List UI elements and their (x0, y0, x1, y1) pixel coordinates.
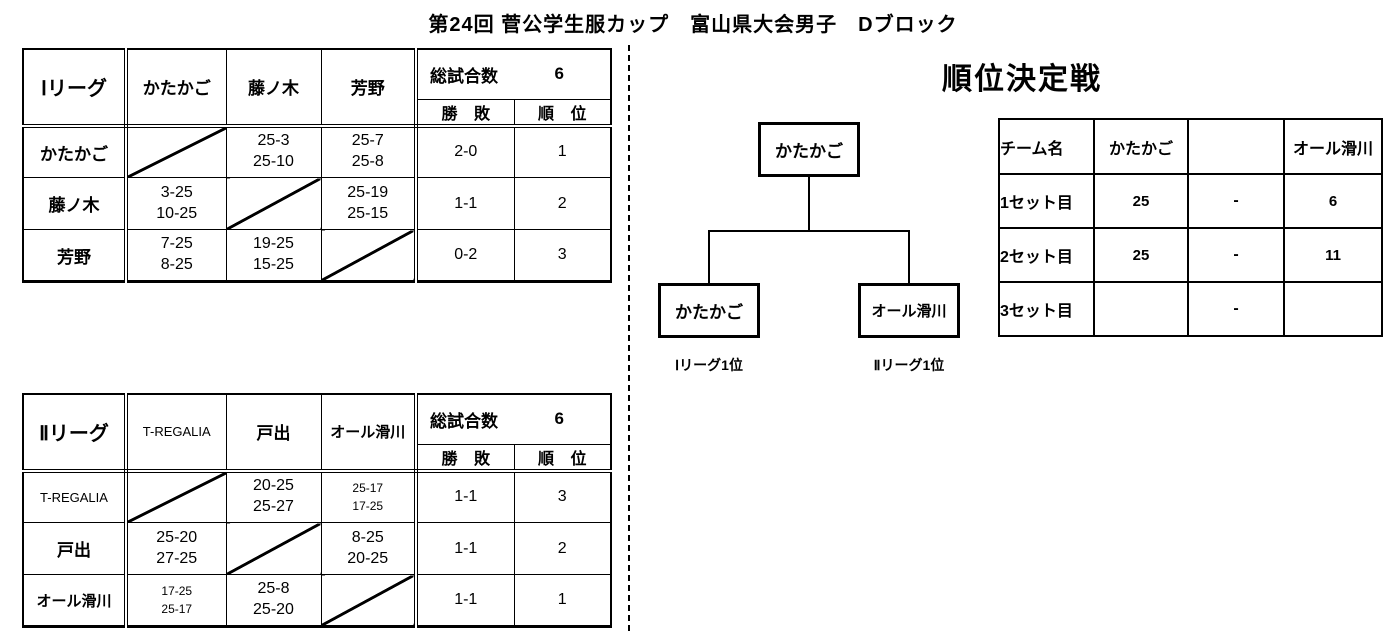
league2-table: Ⅱリーグ T-REGALIA 戸出 オール滑川 総試合数 6 勝 敗 順 位 T… (22, 393, 612, 628)
league2-name: Ⅱリーグ (22, 393, 128, 473)
set-table-header-empty (1187, 118, 1285, 175)
bracket-left-caption: Ⅰリーグ1位 (675, 357, 743, 373)
score-cell: 17-25 25-17 (125, 574, 227, 627)
league1-table: Ⅰリーグ かたかご 藤ノ木 芳野 総試合数 6 勝 敗 順 位 かたかご (22, 48, 612, 283)
win-loss-cell: 2-0 (415, 125, 515, 178)
set-row-1: 1セット目 25 - 6 (998, 173, 1383, 229)
self-match-diagonal (225, 177, 322, 230)
league2-col-header-2: オール滑川 (320, 393, 418, 473)
league1-row-fujinoki: 藤ノ木 3-25 10-25 25-19 25-15 1-1 2 (22, 177, 612, 230)
bracket-right-drop-line (908, 231, 910, 283)
team-row-header: T-REGALIA (22, 470, 128, 523)
score-cell: 25-20 27-25 (125, 522, 227, 575)
rank-cell: 1 (513, 125, 612, 178)
set-score-right: 6 (1283, 173, 1383, 229)
self-match-diagonal (320, 229, 418, 282)
set-dash: - (1187, 281, 1285, 337)
set-table-section: チーム名 かたかご オール滑川 1セット目 25 - 6 2セット目 25 - … (998, 118, 1383, 337)
league2-section: Ⅱリーグ T-REGALIA 戸出 オール滑川 総試合数 6 勝 敗 順 位 T… (22, 393, 612, 628)
bracket-winner-box: かたかご (758, 122, 860, 177)
set-row-3: 3セット目 - (998, 281, 1383, 337)
set-row-label: 2セット目 (998, 227, 1095, 283)
league2-row-tregalia: T-REGALIA 20-25 25-27 25-17 17-25 1-1 3 (22, 470, 612, 523)
bracket-stem-line (808, 177, 810, 230)
league1-winloss-header: 勝 敗 (415, 98, 515, 128)
set-table-header-left-team: かたかご (1093, 118, 1189, 175)
team-row-header: 芳野 (22, 229, 128, 282)
set-dash: - (1187, 173, 1285, 229)
set-score-left: 25 (1093, 227, 1189, 283)
score-cell: 19-25 15-25 (225, 229, 322, 282)
score-cell: 8-25 20-25 (320, 522, 418, 575)
bracket-right-caption: Ⅱリーグ1位 (873, 357, 945, 373)
win-loss-cell: 1-1 (415, 574, 515, 627)
win-loss-cell: 1-1 (415, 177, 515, 230)
league2-total-cell: 総試合数 6 (415, 393, 612, 445)
score-cell: 25-3 25-10 (225, 125, 322, 178)
score-cell: 20-25 25-27 (225, 470, 322, 523)
self-match-diagonal (125, 125, 227, 178)
set-table-header-right-team: オール滑川 (1283, 118, 1383, 175)
league1-total-label: 総試合数 (430, 66, 498, 86)
score-cell: 7-25 8-25 (125, 229, 227, 282)
league2-row-toide: 戸出 25-20 27-25 8-25 20-25 1-1 2 (22, 522, 612, 575)
league1-col-header-0: かたかご (125, 48, 227, 128)
league1-total-value: 6 (554, 64, 564, 84)
set-score-left: 25 (1093, 173, 1189, 229)
section-divider (628, 45, 630, 631)
win-loss-cell: 0-2 (415, 229, 515, 282)
playoff-heading: 順位決定戦 (942, 63, 1102, 96)
win-loss-cell: 1-1 (415, 470, 515, 523)
self-match-diagonal (225, 522, 322, 575)
page-title: 第24回 菅公学生服カップ 富山県大会男子 Dブロック (428, 14, 958, 36)
bracket-left-box: かたかご (658, 283, 760, 338)
set-dash: - (1187, 227, 1285, 283)
league2-total-label: 総試合数 (430, 411, 498, 431)
league1-rank-header: 順 位 (513, 98, 612, 128)
league2-total-value: 6 (554, 409, 564, 429)
bracket-left-drop-line (708, 231, 710, 283)
win-loss-cell: 1-1 (415, 522, 515, 575)
rank-cell: 3 (513, 229, 612, 282)
set-table-header-team: チーム名 (998, 118, 1095, 175)
team-row-header: かたかご (22, 125, 128, 178)
league1-col-header-1: 藤ノ木 (225, 48, 322, 128)
league2-row-all-namerikawa: オール滑川 17-25 25-17 25-8 25-20 1-1 1 (22, 574, 612, 627)
set-row-2: 2セット目 25 - 11 (998, 227, 1383, 283)
score-cell: 25-8 25-20 (225, 574, 322, 627)
rank-cell: 1 (513, 574, 612, 627)
rank-cell: 2 (513, 177, 612, 230)
team-row-header: 戸出 (22, 522, 128, 575)
team-row-header: オール滑川 (22, 574, 128, 627)
set-row-label: 1セット目 (998, 173, 1095, 229)
league1-name: Ⅰリーグ (22, 48, 128, 128)
set-row-label: 3セット目 (998, 281, 1095, 337)
team-row-header: 藤ノ木 (22, 177, 128, 230)
score-cell: 25-19 25-15 (320, 177, 418, 230)
set-score-table: チーム名 かたかご オール滑川 1セット目 25 - 6 2セット目 25 - … (998, 118, 1383, 337)
league1-section: Ⅰリーグ かたかご 藤ノ木 芳野 総試合数 6 勝 敗 順 位 かたかご (22, 48, 612, 283)
bracket-horizontal-line (708, 230, 910, 232)
self-match-diagonal (320, 574, 418, 627)
score-cell: 3-25 10-25 (125, 177, 227, 230)
league1-row-katakago: かたかご 25-3 25-10 25-7 25-8 2-0 1 (22, 125, 612, 178)
rank-cell: 3 (513, 470, 612, 523)
score-cell: 25-17 17-25 (320, 470, 418, 523)
league1-row-yoshino: 芳野 7-25 8-25 19-25 15-25 0-2 3 (22, 229, 612, 282)
league2-rank-header: 順 位 (513, 443, 612, 473)
set-score-right (1283, 281, 1383, 337)
score-cell: 25-7 25-8 (320, 125, 418, 178)
bracket-right-box: オール滑川 (858, 283, 960, 338)
set-score-left (1093, 281, 1189, 337)
league1-col-header-2: 芳野 (320, 48, 418, 128)
league2-col-header-0: T-REGALIA (125, 393, 227, 473)
league2-col-header-1: 戸出 (225, 393, 322, 473)
rank-cell: 2 (513, 522, 612, 575)
league1-total-cell: 総試合数 6 (415, 48, 612, 100)
self-match-diagonal (125, 470, 227, 523)
league2-winloss-header: 勝 敗 (415, 443, 515, 473)
set-score-right: 11 (1283, 227, 1383, 283)
